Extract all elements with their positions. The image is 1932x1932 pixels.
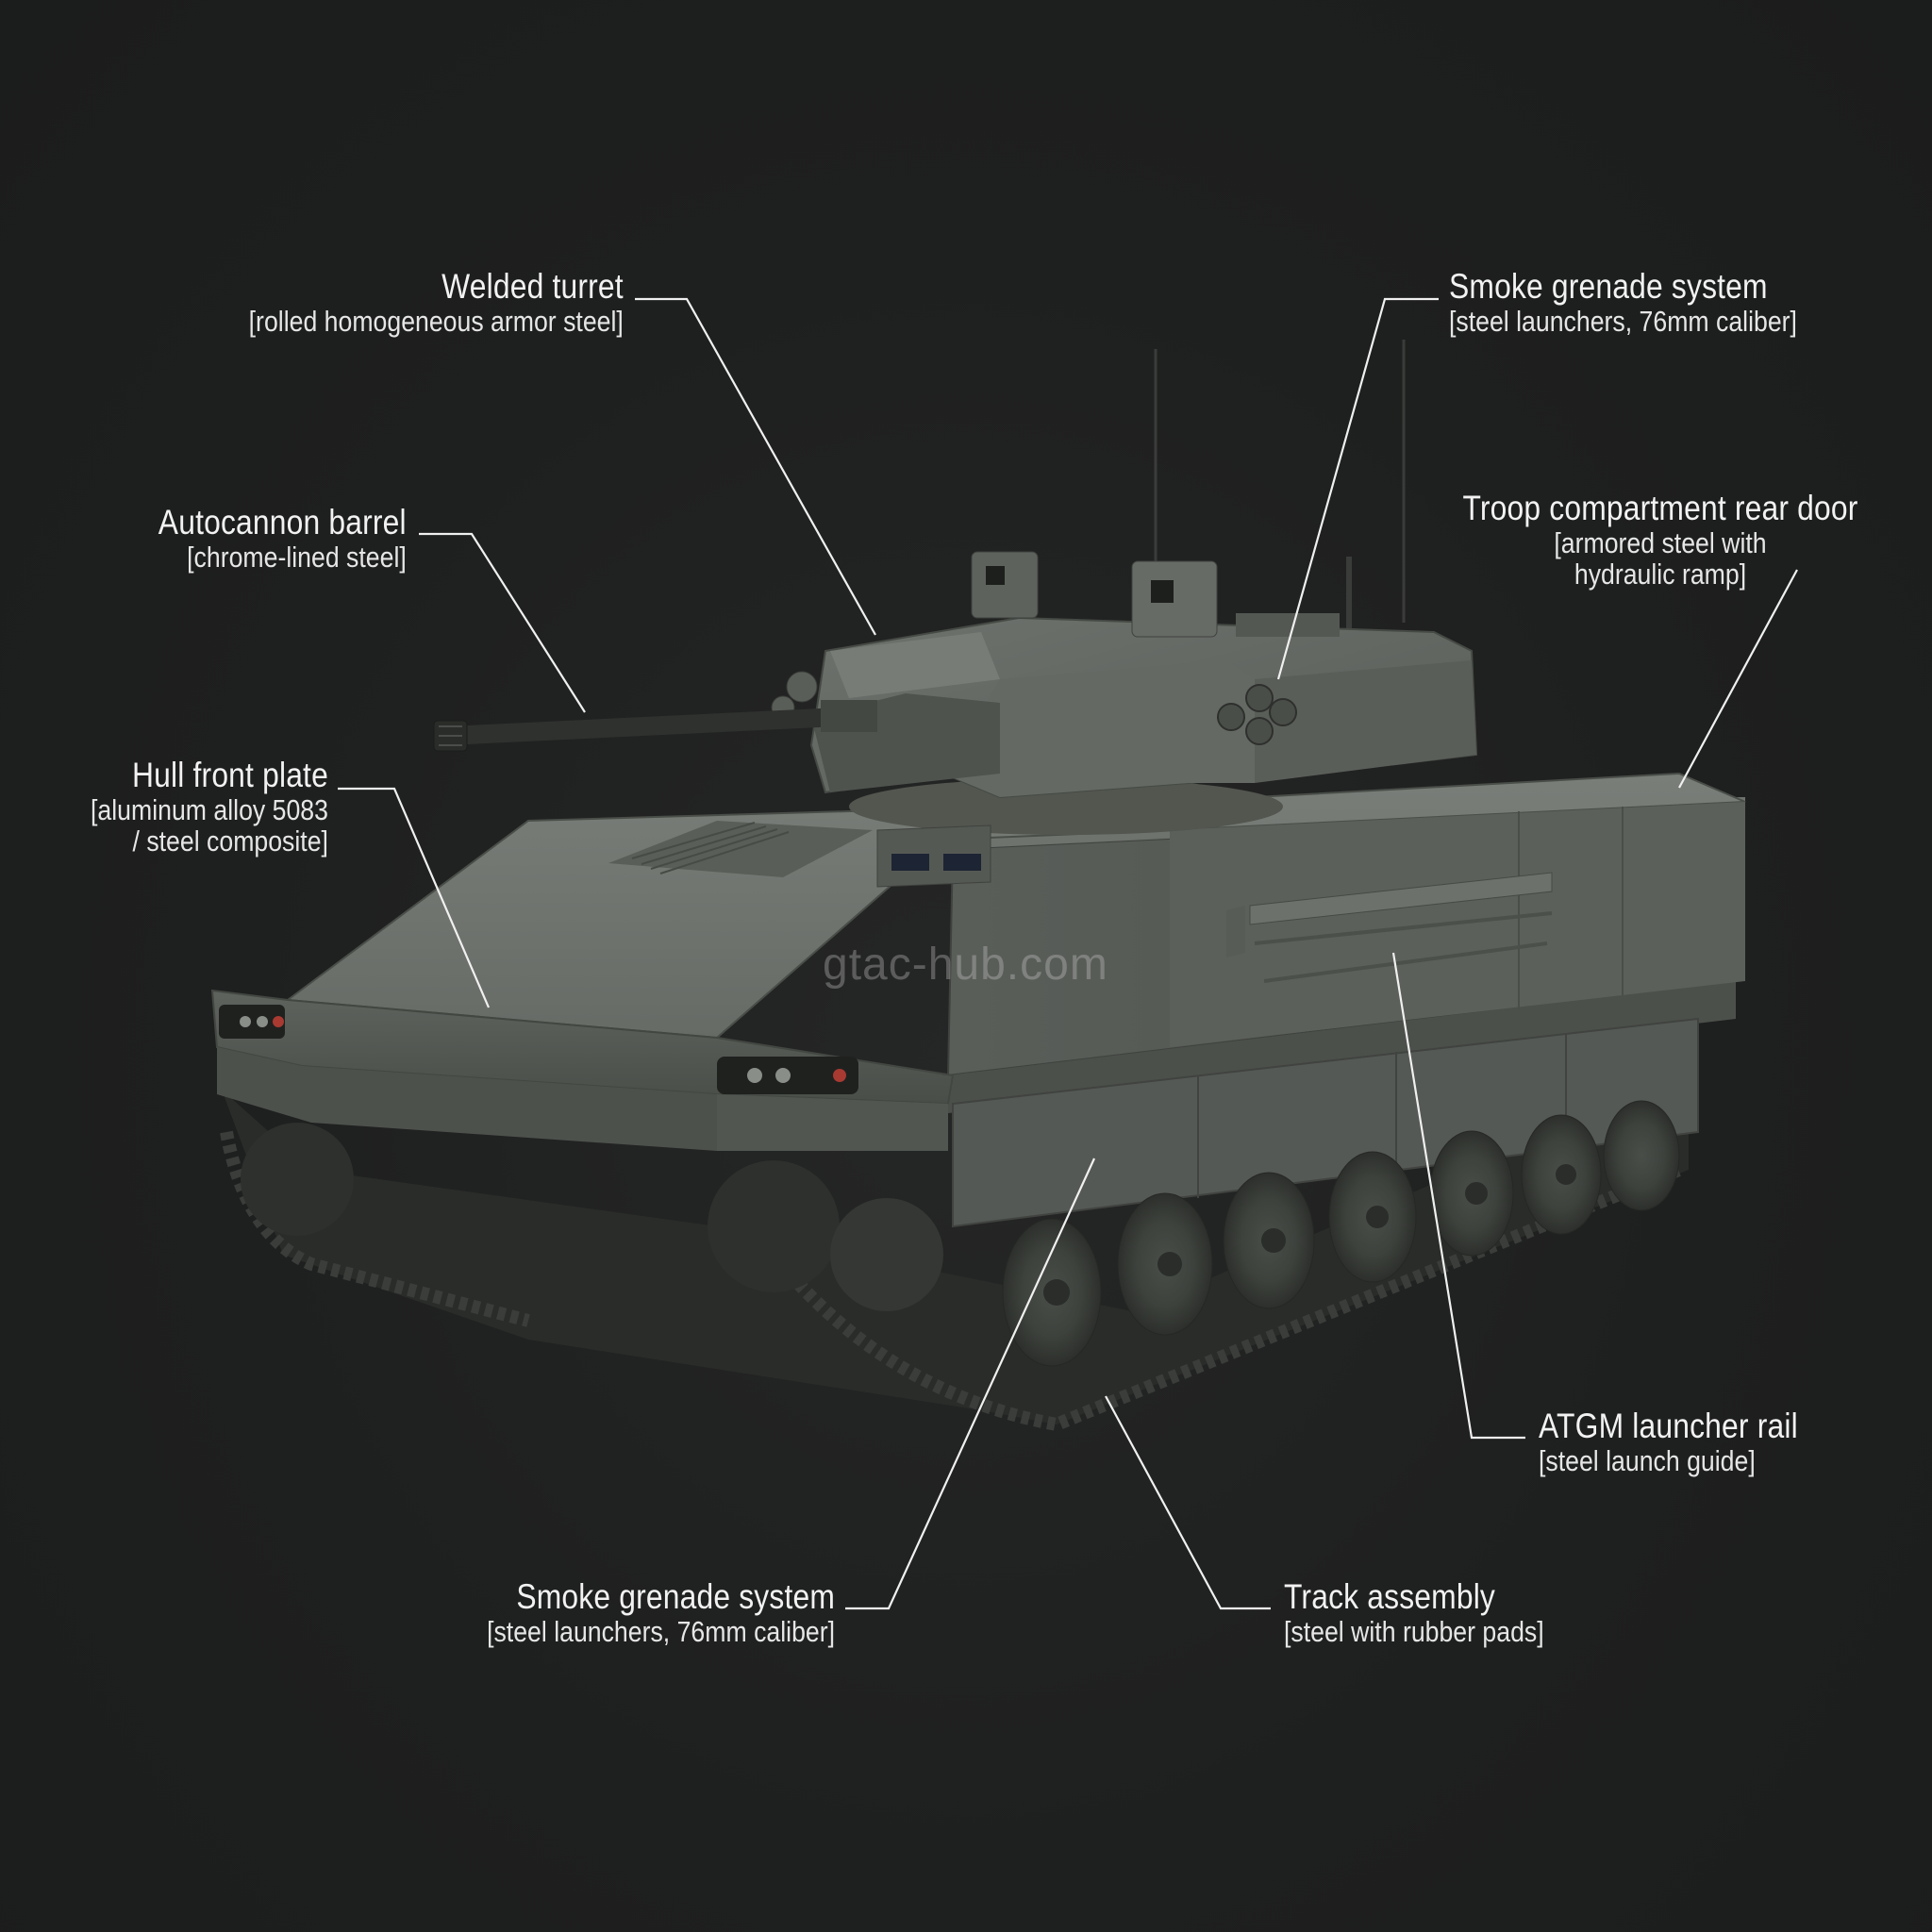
leader-smoke-grenade-top bbox=[1276, 297, 1439, 680]
leader-smoke-grenade-bottom bbox=[845, 1158, 1096, 1610]
callout-title: Welded turret bbox=[441, 267, 624, 306]
callout-welded-turret: Welded turret [rolled homogeneous armor … bbox=[248, 267, 624, 338]
antennas bbox=[1154, 340, 1406, 641]
road-wheels bbox=[1002, 1100, 1680, 1367]
callout-title: ATGM launcher rail bbox=[1539, 1407, 1798, 1445]
leader-hull-front-plate bbox=[338, 787, 491, 1008]
callout-title: Troop compartment rear door bbox=[1462, 489, 1858, 527]
callout-rear-door: Troop compartment rear door [armored ste… bbox=[1457, 490, 1863, 591]
smoke-launchers-graphic bbox=[1217, 684, 1297, 745]
callout-autocannon-barrel: Autocannon barrel [chrome-lined steel] bbox=[158, 503, 407, 574]
callout-title: Smoke grenade system bbox=[1449, 267, 1768, 306]
leader-atgm-rail bbox=[1391, 952, 1525, 1440]
callout-smoke-grenade-bottom: Smoke grenade system [steel launchers, 7… bbox=[487, 1577, 835, 1648]
callout-material: [steel with rubber pads] bbox=[1284, 1614, 1544, 1648]
watermark: gtac-hub.com bbox=[823, 940, 1108, 990]
callout-material: [rolled homogeneous armor steel] bbox=[248, 304, 624, 338]
turret-graphic bbox=[771, 551, 1478, 799]
callout-material-line2: / steel composite] bbox=[132, 824, 328, 858]
callout-track-assembly: Track assembly [steel with rubber pads] bbox=[1284, 1577, 1544, 1648]
callout-title: Track assembly bbox=[1284, 1577, 1496, 1616]
callout-material-line2: hydraulic ramp] bbox=[1574, 558, 1747, 591]
autocannon-barrel-graphic bbox=[433, 700, 877, 752]
callout-material: [steel launchers, 76mm caliber] bbox=[487, 1614, 835, 1648]
callout-atgm-rail: ATGM launcher rail [steel launch guide] bbox=[1539, 1407, 1798, 1477]
callout-smoke-grenade-top: Smoke grenade system [steel launchers, 7… bbox=[1449, 267, 1797, 338]
callout-title: Autocannon barrel bbox=[158, 503, 407, 541]
callout-material-line1: [aluminum alloy 5083 bbox=[91, 792, 328, 826]
atgm-rail-graphic bbox=[1226, 872, 1553, 983]
callout-material: [steel launch guide] bbox=[1539, 1443, 1756, 1477]
callout-material: [steel launchers, 76mm caliber] bbox=[1449, 304, 1797, 338]
leader-rear-door bbox=[1678, 569, 1798, 789]
callout-material-line1: [armored steel with bbox=[1554, 525, 1767, 559]
leader-track-assembly bbox=[1105, 1395, 1271, 1610]
hull-top-deck bbox=[285, 772, 1746, 1040]
callout-leaders bbox=[338, 297, 1798, 1610]
leader-welded-turret bbox=[635, 297, 876, 636]
callout-material: [chrome-lined steel] bbox=[187, 540, 407, 574]
callout-title: Smoke grenade system bbox=[516, 1577, 835, 1616]
leader-autocannon-barrel bbox=[419, 532, 586, 713]
callout-title: Hull front plate bbox=[132, 756, 328, 794]
callout-hull-front-plate: Hull front plate [aluminum alloy 5083 / … bbox=[91, 757, 328, 858]
